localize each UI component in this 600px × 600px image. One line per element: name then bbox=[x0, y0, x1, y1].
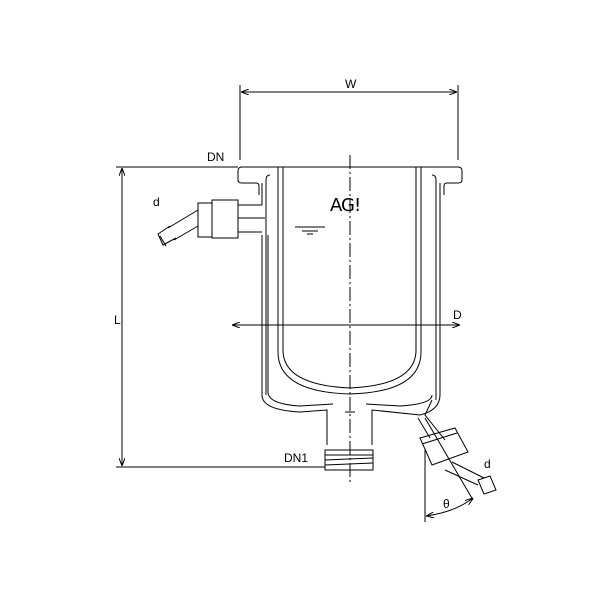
inner-vessel-wall bbox=[277, 167, 422, 395]
length-label: L bbox=[114, 313, 121, 327]
right-d-label: d bbox=[484, 457, 491, 471]
dn-label: DN bbox=[207, 150, 225, 164]
ag-logo: AG! bbox=[330, 195, 361, 216]
top-flange bbox=[237, 166, 463, 400]
right-hose-port bbox=[417, 417, 497, 522]
length-dimension bbox=[116, 166, 325, 468]
angle-label: θ bbox=[443, 497, 450, 511]
left-hose-port bbox=[157, 199, 265, 247]
jacket-outer-right bbox=[371, 394, 446, 445]
width-dimension bbox=[239, 85, 459, 160]
dn1-label: DN1 bbox=[284, 451, 309, 465]
width-label: W bbox=[345, 77, 357, 91]
jacket-inner bbox=[267, 235, 433, 407]
liquid-level-symbol bbox=[295, 226, 325, 235]
jacket-outer bbox=[261, 235, 328, 445]
bottom-outlet-thread bbox=[324, 449, 374, 471]
inner-vessel bbox=[282, 167, 417, 389]
diameter-label: D bbox=[453, 308, 462, 322]
left-d-label: d bbox=[153, 195, 160, 209]
